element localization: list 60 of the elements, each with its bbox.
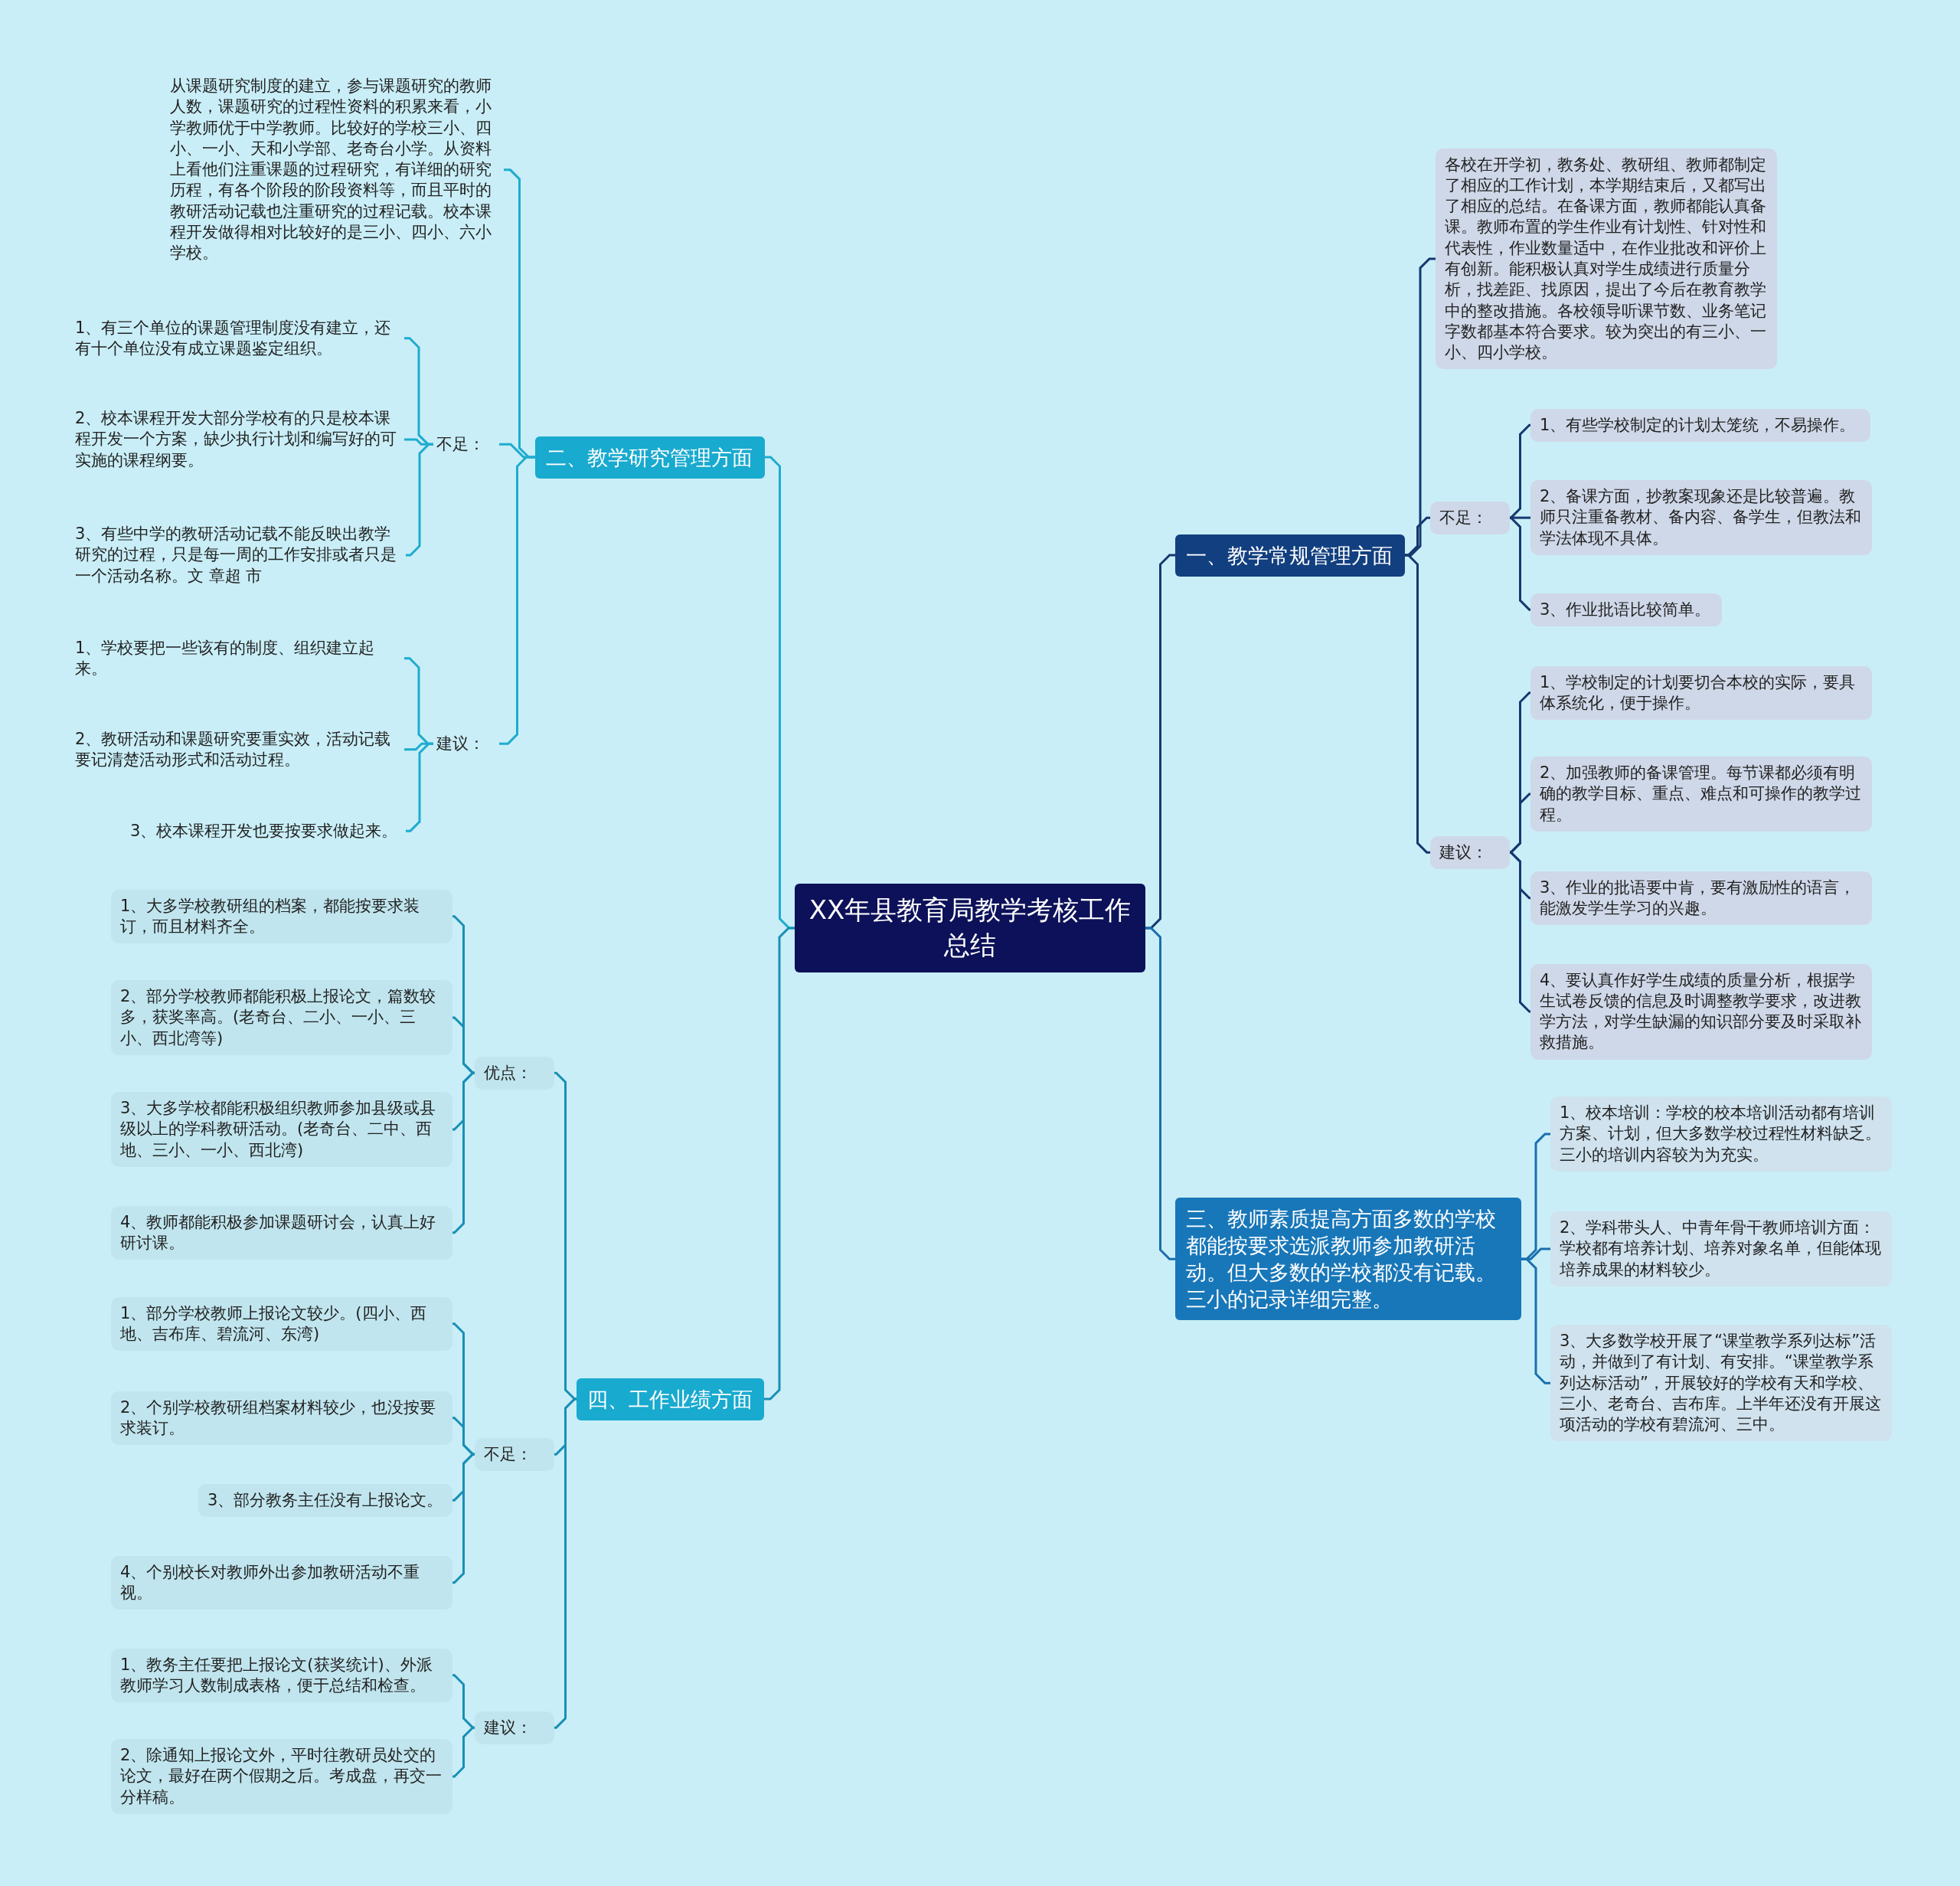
note-box: 1、部分学校教师上报论文较少。(四小、西地、吉布库、碧流河、东湾)	[111, 1296, 452, 1352]
connector-line	[554, 1397, 577, 1729]
note-box: 1、学校制定的计划要切合本校的实际，要具体系统化，便于操作。	[1530, 665, 1872, 721]
subtopic-label: 不足：	[433, 430, 499, 458]
note-text: 从课题研究制度的建立，参与课题研究的教师人数，课题研究的过程性资料的积累来看，小学教师优于中学教师。比较好的学校三小、四小、一小、天和小学部、老奇台小学。从资料上看他们注重课题的过程研究，有详细的研究历程，有各个阶段的阶段资料等，而且平时的教研活动记载也注重研究的过程记载。校本课程开发做得相对比较好的是三小、四小、六小学校。	[167, 73, 504, 267]
subtopic-label: 不足：	[475, 1437, 554, 1471]
note-box: 1、校本培训：学校的校本培训活动都有培训方案、计划，但大多数学校过程性材料缺乏。三小的培训内容较为为充实。	[1550, 1097, 1892, 1172]
connector-line	[1405, 554, 1430, 854]
note-text: 3、校本课程开发也要按要求做起来。	[127, 817, 406, 845]
connector-line	[554, 1071, 577, 1401]
subtopic-label: 建议：	[1430, 835, 1510, 869]
note-box: 4、要认真作好学生成绩的质量分析，根据学生试卷反馈的信息及时调整教学要求，改进教学方法，对学生缺漏的知识部分要及时采取补救措施。	[1530, 963, 1872, 1060]
note-box: 1、教务主任要把上报论文(获奖统计)、外派教师学习人数制成表格，便于总结和检查。	[111, 1648, 452, 1703]
connector-line	[1509, 851, 1531, 1013]
connector-line	[1509, 516, 1531, 611]
note-box: 2、部分学校教师都能积极上报论文，篇数较多，获奖率高。(老奇台、二小、一小、三小、西北湾等)	[111, 980, 452, 1055]
branch-topic: 三、教师素质提高方面多数的学校都能按要求选派教师参加教研活动。但大多数的学校都没有记载。三小的记录详细完整。	[1175, 1198, 1521, 1321]
central-topic: XX年县教育局教学考核工作总结	[795, 884, 1145, 972]
connector-line	[406, 742, 433, 832]
note-box: 3、作业批语比较简单。	[1530, 593, 1722, 626]
note-text: 1、学校要把一些该有的制度、组织建立起来。	[72, 634, 404, 683]
connector-line	[452, 1016, 475, 1074]
note-box: 2、个别学校教研组档案材料较少，也没按要求装订。	[111, 1391, 452, 1446]
connector-line	[452, 1674, 475, 1729]
connector-line	[1145, 927, 1175, 1260]
note-box: 4、教师都能积极参加课题研讨会，认真上好研讨课。	[111, 1205, 452, 1260]
note-box: 3、作业的批语要中肯，要有激励性的语言，能激发学生学习的兴趣。	[1530, 871, 1872, 926]
branch-topic: 一、教学常规管理方面	[1175, 534, 1405, 577]
note-box: 2、备课方面，抄教案现象还是比较普遍。教师只注重备教材、备内容、备学生，但教法和学法体现不具体。	[1530, 480, 1872, 555]
note-box: 2、学科带头人、中青年骨干教师培训方面：学校都有培养计划、培养对象名单，但能体现培养成果的材料较少。	[1550, 1211, 1892, 1286]
connector-line	[1509, 793, 1531, 854]
branch-topic: 二、教学研究管理方面	[535, 436, 765, 479]
connector-line	[1509, 423, 1531, 519]
note-box: 3、大多数学校开展了“课堂教学系列达标”活动，并做到了有计划、有安排。“课堂教学系列达标活动”，开展较好的学校有天和学校、三小、老奇台、吉布库。上半年还没有开展这项活动的学校有碧流河、三中。	[1550, 1325, 1892, 1442]
branch-topic: 四、工作业绩方面	[577, 1378, 764, 1420]
note-box: 各校在开学初，教务处、教研组、教师都制定了相应的工作计划，本学期结束后，又都写出了相应的总结。在备课方面，教师都能认真备课。教师布置的学生作业有计划性、针对性和代表性，作业数量适中，在作业批改和评价上有创新。能积极认真对学生成绩进行质量分析，找差距、找原因，提出了今后在教育教学中的整改措施。各校领导听课节数、业务笔记字数都基本符合要求。较为突出的有三小、一小、四小学校。	[1436, 148, 1777, 370]
connector-line	[452, 1417, 475, 1456]
note-text: 2、校本课程开发大部分学校有的只是校本课程开发一个方案，缺少执行计划和编写好的可实施的课程纲要。	[72, 405, 404, 474]
note-box: 3、大多学校都能积极组织教师参加县级或县级以上的学科教研活动。(老奇台、二中、西地、三小、一小、西北湾)	[111, 1092, 452, 1167]
note-text: 2、教研活动和课题研究要重实效，活动记载要记清楚活动形式和活动过程。	[72, 725, 404, 774]
note-box: 2、加强教师的备课管理。每节课都必须有明确的教学目标、重点、难点和可操作的教学过程。	[1530, 757, 1872, 832]
connector-line	[499, 456, 535, 745]
connector-line	[1510, 516, 1530, 519]
connector-line	[452, 1071, 475, 1234]
subtopic-label: 建议：	[475, 1711, 554, 1744]
note-text: 3、有些中学的教研活动记载不能反映出教学研究的过程，只是每一周的工作安排或者只是一个活动名称。文 章超 市	[72, 521, 406, 590]
subtopic-label: 优点：	[475, 1056, 554, 1090]
connector-line	[764, 927, 795, 1401]
note-box: 3、部分教务主任没有上报论文。	[198, 1483, 452, 1517]
note-box: 2、除通知上报论文外，平时往教研员处交的论文，最好在两个假期之后。考成盘，再交一分样稿。	[111, 1739, 452, 1814]
note-box: 1、有些学校制定的计划太笼统，不易操作。	[1530, 408, 1870, 442]
connector-line	[452, 1726, 475, 1778]
connector-line	[452, 1453, 475, 1584]
connector-line	[406, 443, 433, 557]
subtopic-label: 不足：	[1430, 501, 1510, 534]
subtopic-label: 建议：	[433, 730, 499, 757]
note-box: 4、个别校长对教师外出参加教研活动不重视。	[111, 1555, 452, 1610]
connector-line	[1521, 1257, 1550, 1384]
note-text: 1、有三个单位的课题管理制度没有建立，还有十个单位没有成立课题鉴定组织。	[72, 314, 404, 363]
note-box: 1、大多学校教研组的档案，都能按要求装订，而且材料齐全。	[111, 889, 452, 944]
